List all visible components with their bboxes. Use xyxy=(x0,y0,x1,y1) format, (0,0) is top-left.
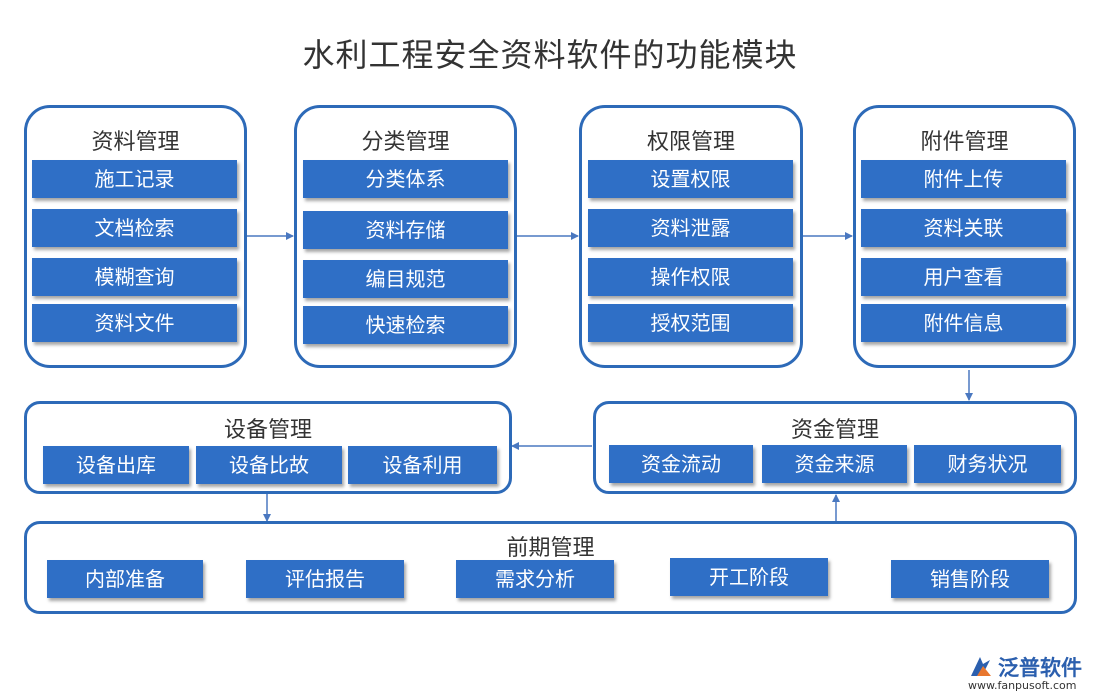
fanpu-logo-icon xyxy=(971,657,991,676)
diagram-title: 水利工程安全资料软件的功能模块 xyxy=(302,36,798,74)
item-ziliao-xielu[interactable]: 资料泄露 xyxy=(588,209,793,247)
module-fenlei: 分类管理 分类体系 资料存储 编目规范 快速检索 xyxy=(294,105,517,368)
item-xuqiu-fenxi[interactable]: 需求分析 xyxy=(456,560,614,598)
logo-name: 泛普软件 xyxy=(998,656,1082,680)
module-title: 设备管理 xyxy=(223,418,312,443)
item-zijin-liudong[interactable]: 资金流动 xyxy=(609,445,753,483)
item-shouquan-fanwei[interactable]: 授权范围 xyxy=(588,304,793,342)
item-xiaoshou-jieduan[interactable]: 销售阶段 xyxy=(891,560,1049,598)
module-zijin: 资金管理 资金流动 资金来源 财务状况 xyxy=(593,401,1077,494)
module-fujian: 附件管理 附件上传 资料关联 用户查看 附件信息 xyxy=(853,105,1076,368)
fanpu-logo: 泛普软件 www.fanpusoft.com xyxy=(968,652,1093,696)
logo-url: www.fanpusoft.com xyxy=(968,679,1077,692)
item-kuaisu-jiansuo[interactable]: 快速检索 xyxy=(303,306,508,344)
item-ziliao-wenjian[interactable]: 资料文件 xyxy=(32,304,237,342)
item-shezhi-quanxian[interactable]: 设置权限 xyxy=(588,160,793,198)
item-neibu-zhunbei[interactable]: 内部准备 xyxy=(47,560,203,598)
item-bianmu-guifan[interactable]: 编目规范 xyxy=(303,260,508,298)
item-fenlei-tixi[interactable]: 分类体系 xyxy=(303,160,508,198)
module-title: 附件管理 xyxy=(920,130,1009,155)
module-title: 前期管理 xyxy=(506,536,595,561)
item-yonghu-chakan[interactable]: 用户查看 xyxy=(861,258,1066,296)
item-shebei-liyong[interactable]: 设备利用 xyxy=(348,446,497,484)
item-wendang-jiansuo[interactable]: 文档检索 xyxy=(32,209,237,247)
module-title: 权限管理 xyxy=(646,130,735,155)
item-ziliao-guanlian[interactable]: 资料关联 xyxy=(861,209,1066,247)
module-qianqi: 前期管理 内部准备 评估报告 需求分析 开工阶段 销售阶段 xyxy=(24,521,1077,614)
item-pinggu-baogao[interactable]: 评估报告 xyxy=(246,560,404,598)
module-quanxian: 权限管理 设置权限 资料泄露 操作权限 授权范围 xyxy=(579,105,803,368)
module-title: 分类管理 xyxy=(361,130,450,155)
item-shebei-chuku[interactable]: 设备出库 xyxy=(43,446,189,484)
item-caozuo-quanxian[interactable]: 操作权限 xyxy=(588,258,793,296)
item-fujian-shangchuan[interactable]: 附件上传 xyxy=(861,160,1066,198)
module-title: 资料管理 xyxy=(91,130,180,155)
module-ziliao: 资料管理 施工记录 文档检索 模糊查询 资料文件 xyxy=(24,105,247,368)
module-shebei: 设备管理 设备出库 设备比故 设备利用 xyxy=(24,401,512,494)
item-kaigong-jieduan[interactable]: 开工阶段 xyxy=(670,558,828,596)
item-fujian-xinxi[interactable]: 附件信息 xyxy=(861,304,1066,342)
item-mohu-chaxun[interactable]: 模糊查询 xyxy=(32,258,237,296)
item-zijin-laiyuan[interactable]: 资金来源 xyxy=(762,445,907,483)
item-ziliao-cunchu[interactable]: 资料存储 xyxy=(303,211,508,249)
item-shebei-bigu[interactable]: 设备比故 xyxy=(196,446,342,484)
item-shigong-jilu[interactable]: 施工记录 xyxy=(32,160,237,198)
item-caiwu-zhuangkuang[interactable]: 财务状况 xyxy=(914,445,1061,483)
module-title: 资金管理 xyxy=(790,418,879,443)
